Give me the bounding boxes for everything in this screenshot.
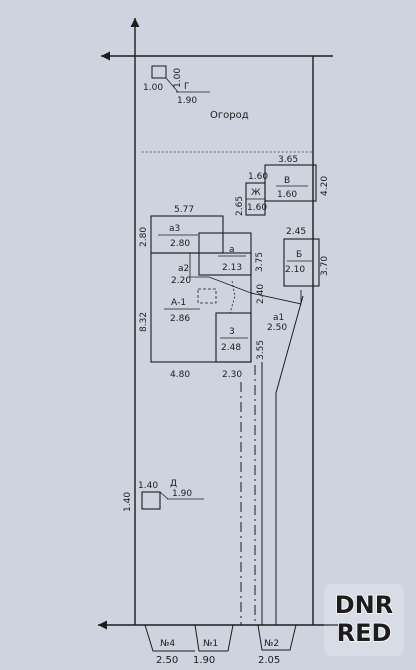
building-d-outline (141, 491, 161, 510)
gate-2-label: №2 (264, 639, 279, 649)
outhouse-g-height: 1.00 (173, 68, 183, 88)
room-a-side-dim: 3.75 (255, 252, 265, 272)
gate-2-width: 2.05 (258, 655, 280, 666)
passage-bottom-dim: 2.30 (222, 370, 242, 380)
house-a1-outline (150, 252, 252, 363)
building-zh-side-dim: 2.65 (235, 196, 245, 216)
room-a3-top-dim: 5.77 (174, 205, 194, 215)
gate-symbols (144, 624, 297, 652)
garden-label: Огород (210, 110, 249, 121)
building-b-value: 2.10 (285, 265, 305, 275)
room-a-value: 2.13 (222, 263, 242, 273)
driveway-lines (240, 295, 304, 625)
watermark-backdrop (324, 584, 404, 656)
room-a3-letter: а3 (169, 224, 180, 234)
gate-4-leader (144, 624, 195, 652)
building-d-value: 1.90 (172, 489, 192, 499)
house-a1-letter: А-1 (171, 298, 186, 308)
building-d-letter: Д (170, 479, 177, 489)
gate-2-leader (257, 624, 297, 651)
room-3-letter: 3 (229, 327, 235, 337)
gate-1-leader (194, 624, 234, 652)
building-v-side-dim: 4.20 (320, 176, 330, 196)
annex-a1-letter: а1 (273, 313, 284, 323)
house-a1-dashed-passage (229, 280, 236, 314)
building-zh-top-dim: 1.60 (248, 172, 268, 182)
building-d-leader (159, 491, 169, 500)
house-a1-value: 2.86 (170, 314, 190, 324)
room-a3-side-dim: 2.80 (139, 227, 149, 247)
building-v-value: 1.60 (277, 190, 297, 200)
outhouse-g-width: 1.00 (143, 83, 163, 93)
room-3-value: 2.48 (221, 343, 241, 353)
building-b-side-dim: 3.70 (320, 256, 330, 276)
gate-1-width: 1.90 (193, 655, 215, 666)
outhouse-g-leader (165, 77, 179, 93)
room-3-outline (215, 312, 252, 363)
building-b-top-dim: 2.45 (286, 227, 306, 237)
building-d-side-dim: 1.40 (123, 492, 133, 512)
house-a1-side-dim: 8.32 (139, 312, 149, 332)
driveway-edge-right (275, 295, 304, 625)
gate-4-width: 2.50 (156, 655, 178, 666)
room-a2-value: 2.20 (171, 276, 191, 286)
room-a3-value: 2.80 (170, 239, 190, 249)
watermark-logo: DNR RED (324, 584, 404, 656)
gate-1-label: №1 (203, 639, 218, 649)
building-d-top-dim: 1.40 (138, 481, 158, 491)
outhouse-g-letter: Г (184, 82, 190, 92)
house-a1-inner-wall (189, 253, 252, 294)
building-v-top-dim: 3.65 (278, 155, 298, 165)
annex-a1-value: 2.50 (267, 323, 287, 333)
house-bottom-dim: 4.80 (170, 370, 190, 380)
watermark-line-2: RED (337, 619, 392, 647)
building-zh-letter: Ж (251, 188, 261, 198)
room-a2-letter: а2 (178, 264, 189, 274)
building-b-outline (283, 238, 320, 287)
house-a1-mid-dim: 2.40 (256, 284, 266, 304)
watermark-line-1: DNR (335, 591, 394, 619)
building-v-letter: В (284, 176, 290, 186)
gate-4-label: №4 (160, 639, 175, 649)
building-b-letter: Б (296, 250, 302, 260)
outhouse-g-value: 1.90 (177, 96, 197, 106)
house-a1-dashed-stair (197, 288, 217, 304)
room-a-letter: а (229, 245, 235, 255)
outhouse-g-outline (151, 65, 167, 79)
building-zh-value: 1.60 (247, 203, 267, 213)
lot-boundary (98, 18, 338, 630)
room-3-side-dim: 3.55 (256, 340, 266, 360)
